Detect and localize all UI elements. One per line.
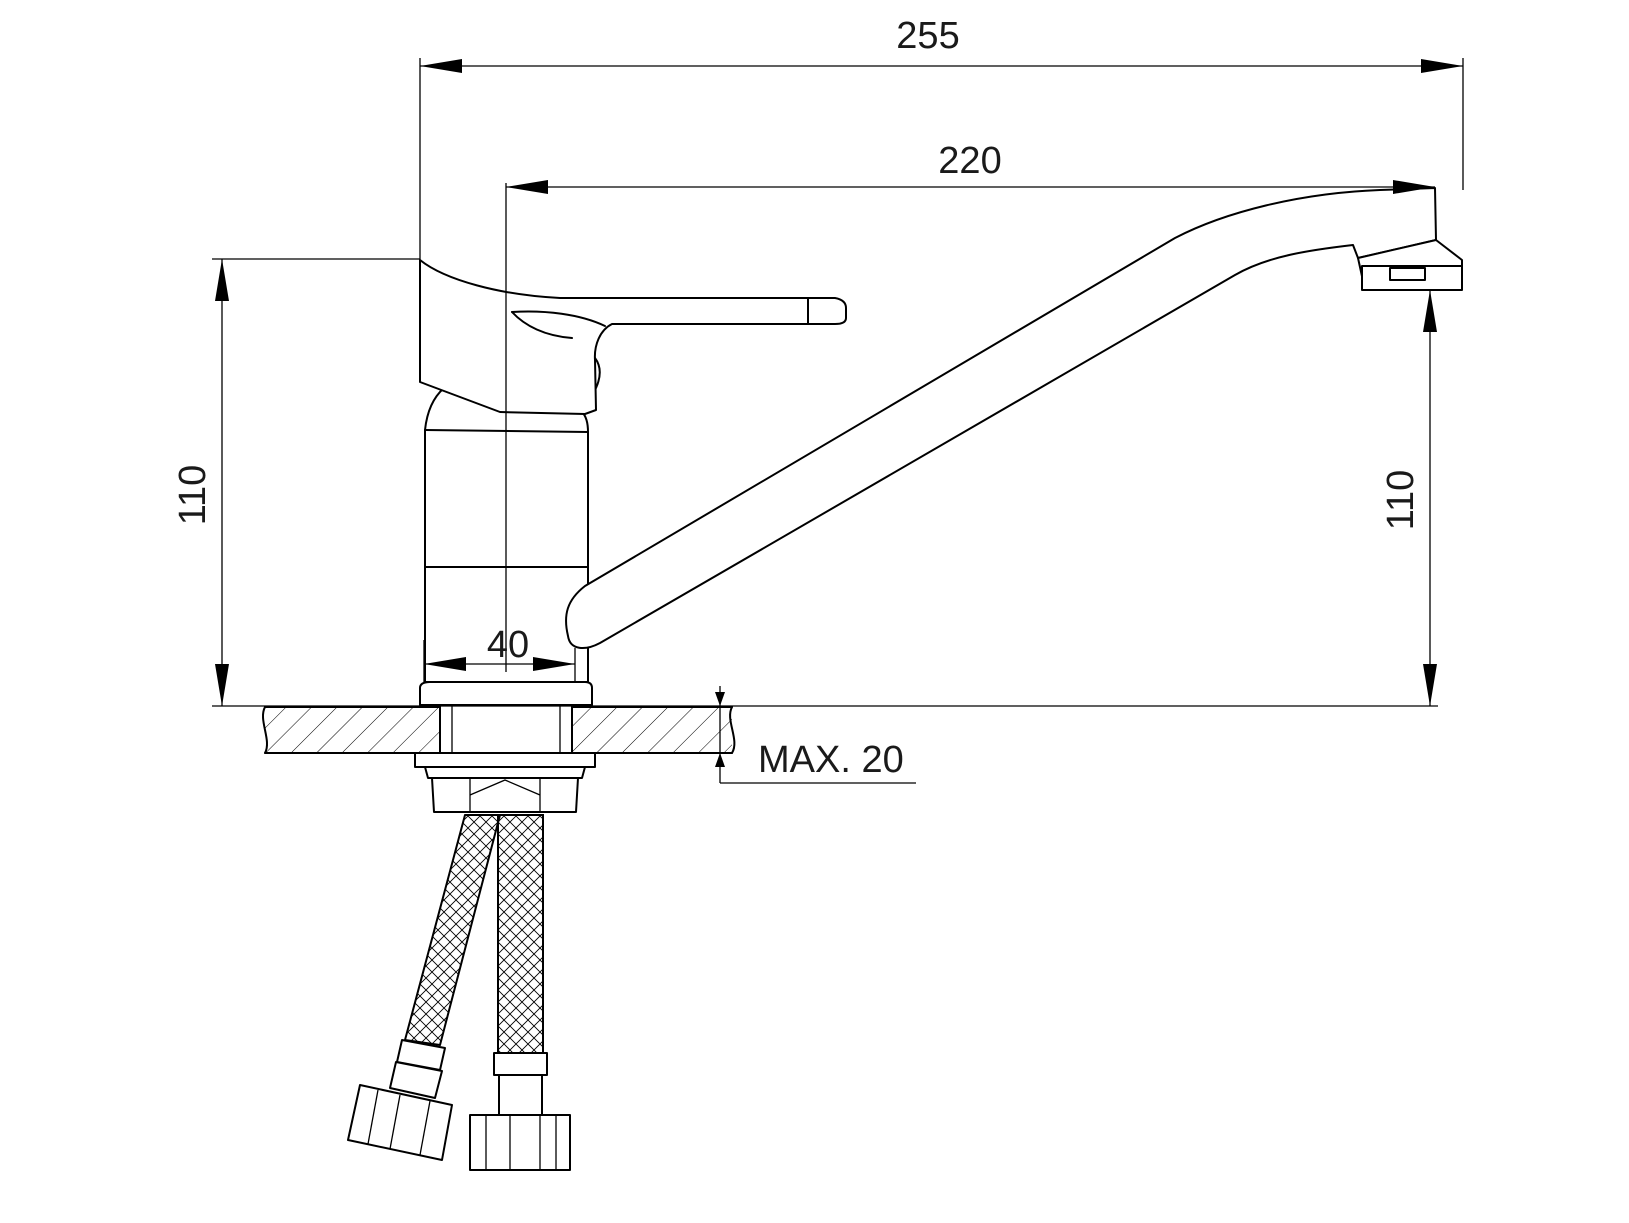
countertop-section <box>262 706 736 754</box>
mixer-lever-handle <box>419 259 847 415</box>
dim-max-deck-thickness-label: MAX. 20 <box>758 739 904 781</box>
faucet-spout <box>565 187 1463 649</box>
dimension-lines <box>212 58 1464 784</box>
dim-overall-width-label: 255 <box>896 15 959 57</box>
dim-spout-height-label: 110 <box>1380 470 1422 531</box>
supply-hose-left <box>347 814 501 1161</box>
dim-spout-reach-label: 220 <box>938 140 1001 182</box>
mounting-shank <box>414 704 596 813</box>
dim-body-diameter-label: 40 <box>487 624 529 666</box>
supply-hose-right <box>469 814 571 1171</box>
dim-body-height-label: 110 <box>172 465 214 526</box>
